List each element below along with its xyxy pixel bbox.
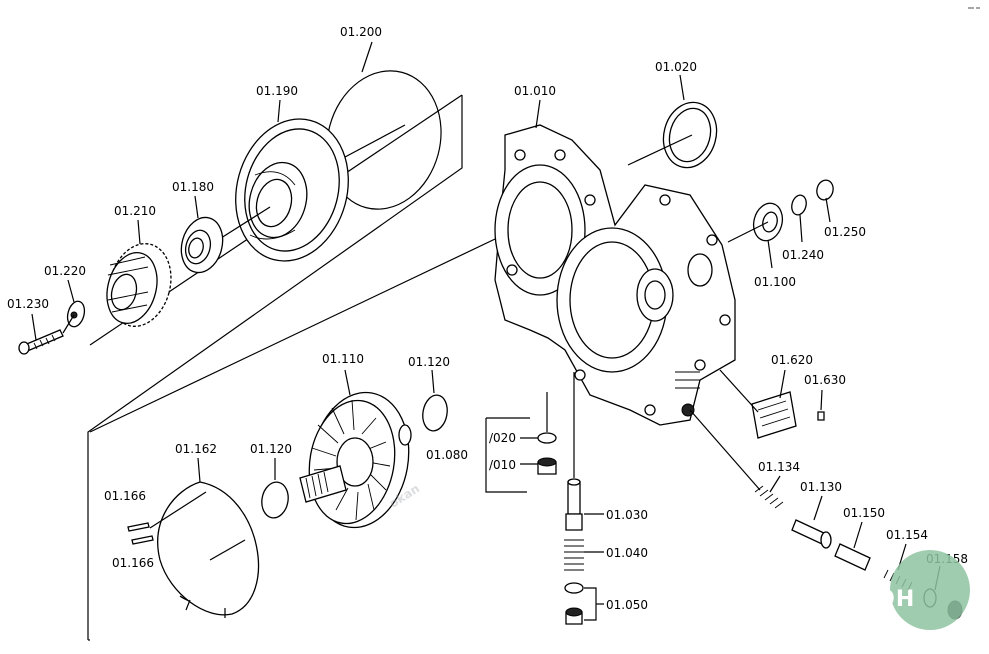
label-01-200[interactable]: 01.200: [340, 25, 382, 39]
label-01-162[interactable]: 01.162: [175, 442, 217, 456]
label-01-250[interactable]: 01.250: [824, 225, 866, 239]
snap-ring[interactable]: [157, 481, 260, 618]
label-01-230[interactable]: 01.230: [7, 297, 49, 311]
label-01-154[interactable]: 01.154: [886, 528, 928, 542]
valve-plug[interactable]: [564, 582, 584, 625]
part-labels: 01.200 01.190 01.180 01.210 01.220 01.23…: [7, 25, 968, 612]
circlip-2[interactable]: [815, 178, 836, 201]
label-01-040[interactable]: 01.040: [606, 546, 648, 560]
bearing-small[interactable]: [727, 200, 786, 244]
agro-logo-circle: [890, 550, 970, 630]
label-01-100[interactable]: 01.100: [754, 275, 796, 289]
pump-impeller[interactable]: [299, 385, 419, 536]
valve-piston[interactable]: [565, 478, 583, 531]
o-ring-lower[interactable]: [259, 480, 291, 520]
label-01-120-lower[interactable]: 01.120: [250, 442, 292, 456]
label-01-210[interactable]: 01.210: [114, 204, 156, 218]
label-01-620[interactable]: 01.620: [771, 353, 813, 367]
o-ring-upper[interactable]: [420, 393, 450, 433]
type-plate[interactable]: [719, 369, 797, 439]
label-01-134[interactable]: 01.134: [758, 460, 800, 474]
valve-group[interactable]: [537, 432, 557, 475]
transmission-housing[interactable]: [494, 124, 736, 426]
agro-logo: АГРОН: [826, 550, 970, 630]
label-01-110[interactable]: 01.110: [322, 352, 364, 366]
pump-housing-cover[interactable]: [209, 106, 364, 274]
pin-lower[interactable]: [131, 535, 154, 545]
valve-spring[interactable]: [564, 539, 584, 571]
label-01-190[interactable]: 01.190: [256, 84, 298, 98]
agro-logo-text: АГРОН: [826, 587, 915, 612]
label-01-030[interactable]: 01.030: [606, 508, 648, 522]
bearing[interactable]: [175, 213, 228, 277]
label-01-020[interactable]: 01.020: [655, 60, 697, 74]
label-01-166-lower[interactable]: 01.166: [112, 556, 154, 570]
label-01-130[interactable]: 01.130: [800, 480, 842, 494]
bolt[interactable]: [18, 314, 75, 355]
label-01-010[interactable]: 01.010: [514, 84, 556, 98]
label-020[interactable]: /020: [489, 431, 516, 445]
label-01-180[interactable]: 01.180: [172, 180, 214, 194]
pin-upper[interactable]: [127, 522, 150, 532]
label-01-050[interactable]: 01.050: [606, 598, 648, 612]
label-01-150[interactable]: 01.150: [843, 506, 885, 520]
label-01-630[interactable]: 01.630: [804, 373, 846, 387]
label-01-240[interactable]: 01.240: [782, 248, 824, 262]
label-01-120-upper[interactable]: 01.120: [408, 355, 450, 369]
helical-gear[interactable]: [100, 237, 180, 334]
label-01-080[interactable]: 01.080: [426, 448, 468, 462]
piston-130[interactable]: [791, 519, 832, 549]
leader-lines: [31, 41, 941, 621]
label-01-220[interactable]: 01.220: [44, 264, 86, 278]
plate-screw[interactable]: [817, 411, 825, 421]
circlip-1[interactable]: [790, 194, 809, 217]
label-01-166-upper[interactable]: 01.166: [104, 489, 146, 503]
label-010[interactable]: /010: [489, 458, 516, 472]
seal-ring[interactable]: [627, 96, 724, 173]
sleeve-150[interactable]: [834, 543, 871, 571]
